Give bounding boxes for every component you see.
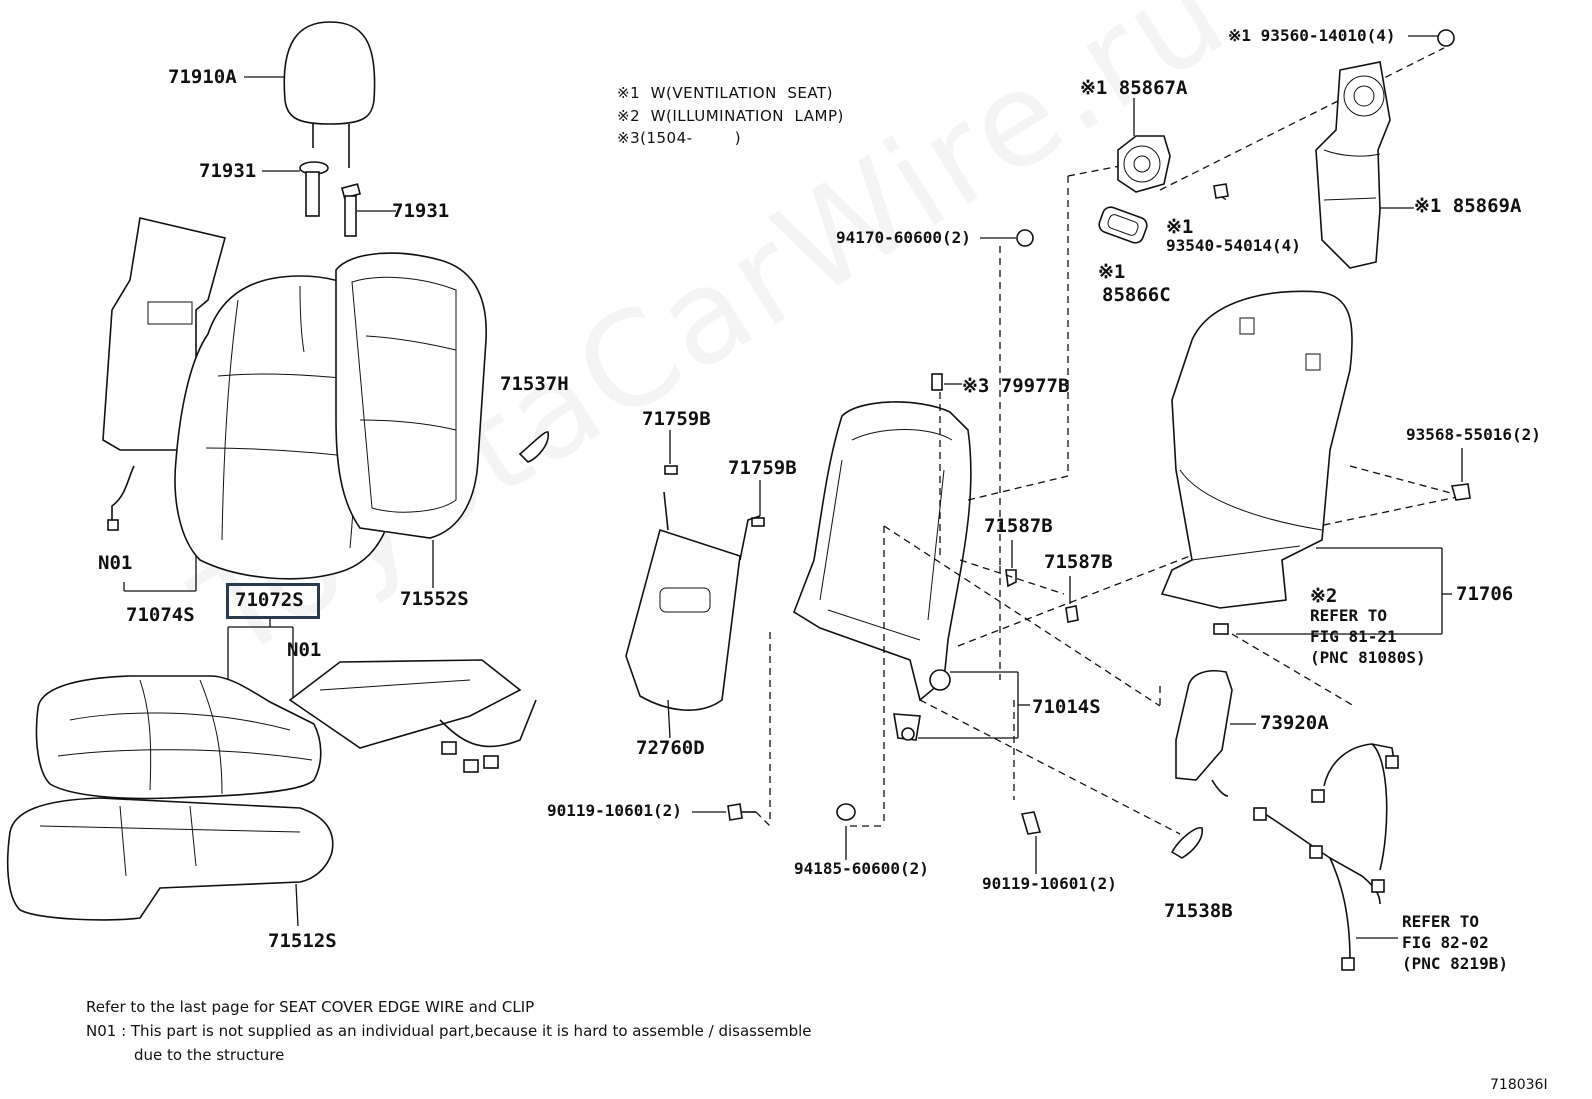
- figure-id: 718036I: [1490, 1077, 1548, 1093]
- part-label-71910A[interactable]: 71910A: [168, 66, 237, 88]
- seatback-board-drawing: [1160, 290, 1452, 635]
- part-label-71759B-a[interactable]: 71759B: [642, 408, 711, 430]
- bolt-drawings: [692, 229, 1042, 874]
- part-label-93540[interactable]: 93540-54014(4): [1166, 236, 1301, 255]
- part-label-71759B-b[interactable]: 71759B: [728, 457, 797, 479]
- legend-line-2: ※2 W(ILLUMINATION LAMP): [617, 107, 844, 125]
- refer-2-line-b[interactable]: FIG 82-02: [1402, 933, 1489, 952]
- part-label-85869A[interactable]: ※1 85869A: [1414, 195, 1522, 217]
- headrest-guide-drawings: [262, 161, 396, 237]
- refer-2-line-c: (PNC 8219B): [1402, 954, 1508, 973]
- part-label-93560[interactable]: ※1 93560-14010(4): [1228, 26, 1396, 45]
- part-label-93568[interactable]: 93568-55016(2): [1406, 425, 1541, 444]
- ventilation-duct-drawing: [1315, 29, 1455, 269]
- part-label-72760D[interactable]: 72760D: [636, 737, 705, 759]
- part-label-85866C-mark: ※1: [1098, 261, 1126, 283]
- part-label-71072S[interactable]: 71072S: [235, 589, 304, 611]
- part-label-71512S[interactable]: 71512S: [268, 930, 337, 952]
- wire-harness-drawing: [1253, 743, 1399, 971]
- headrest-drawing: [244, 21, 376, 168]
- legend-line-3: ※3(1504- ): [617, 129, 742, 147]
- legend-line-1: ※1 W(VENTILATION SEAT): [617, 84, 833, 102]
- cushion-heater-mat-drawing: [288, 659, 537, 773]
- part-label-71074S[interactable]: 71074S: [126, 604, 195, 626]
- part-label-71931-b[interactable]: 71931: [392, 200, 450, 222]
- seat-cushion-cover-drawing: [35, 675, 322, 800]
- part-label-71587B-b[interactable]: 71587B: [1044, 551, 1113, 573]
- part-label-90119-a[interactable]: 90119-10601(2): [547, 801, 682, 820]
- note-line-2: N01 : This part is not supplied as an in…: [86, 1022, 812, 1040]
- part-label-n01-cushion: N01: [287, 639, 322, 661]
- part-label-85866C[interactable]: 85866C: [1102, 284, 1171, 306]
- bracket-drawings: [1005, 540, 1079, 623]
- clip-drawings: [664, 430, 765, 527]
- trim-cover-drawing: [1170, 827, 1203, 859]
- side-airbag-drawing: [1175, 670, 1256, 797]
- part-label-71014S[interactable]: 71014S: [1032, 696, 1101, 718]
- refer-1-line-b[interactable]: FIG 81-21: [1310, 627, 1397, 646]
- part-label-71552S[interactable]: 71552S: [400, 588, 469, 610]
- note-line-3: due to the structure: [134, 1046, 285, 1064]
- seatback-frame-drawing: [793, 401, 972, 741]
- part-label-n01-back: N01: [98, 552, 133, 574]
- assembly-dashed-lines: [755, 47, 1463, 835]
- seatback-pad-drawing: [335, 252, 487, 588]
- illumination-clip-drawing: [931, 373, 943, 391]
- trim-piece-drawing: [518, 431, 549, 463]
- seat-cushion-pad-drawing: [6, 797, 334, 927]
- note-line-1: Refer to the last page for SEAT COVER ED…: [86, 998, 535, 1016]
- part-label-71538B[interactable]: 71538B: [1164, 900, 1233, 922]
- refer-1-line-a: REFER TO: [1310, 606, 1388, 625]
- refer-1-line-c: (PNC 81080S): [1310, 648, 1426, 667]
- board-clip-drawing: [1450, 483, 1471, 501]
- part-label-71931-a[interactable]: 71931: [199, 160, 257, 182]
- part-label-71587B-a[interactable]: 71587B: [984, 515, 1053, 537]
- part-label-73920A[interactable]: 73920A: [1260, 712, 1329, 734]
- highlight-box: [226, 583, 320, 619]
- part-label-90119-b[interactable]: 90119-10601(2): [982, 874, 1117, 893]
- ventilation-fan-drawing: [1098, 98, 1229, 244]
- part-label-94170[interactable]: 94170-60600(2): [836, 228, 971, 247]
- frame-leaders: [918, 671, 1030, 739]
- part-label-94185[interactable]: 94185-60600(2): [794, 859, 929, 878]
- refer-1-mark: ※2: [1310, 585, 1338, 607]
- part-label-85867A[interactable]: ※1 85867A: [1080, 77, 1188, 99]
- lumbar-support-drawing: [625, 491, 761, 739]
- part-label-71537H[interactable]: 71537H: [500, 373, 569, 395]
- part-label-93540-mark: ※1: [1166, 216, 1194, 238]
- part-label-79977B[interactable]: ※3 79977B: [962, 375, 1070, 397]
- refer-2-line-a: REFER TO: [1402, 912, 1480, 931]
- part-label-71706[interactable]: 71706: [1456, 583, 1514, 605]
